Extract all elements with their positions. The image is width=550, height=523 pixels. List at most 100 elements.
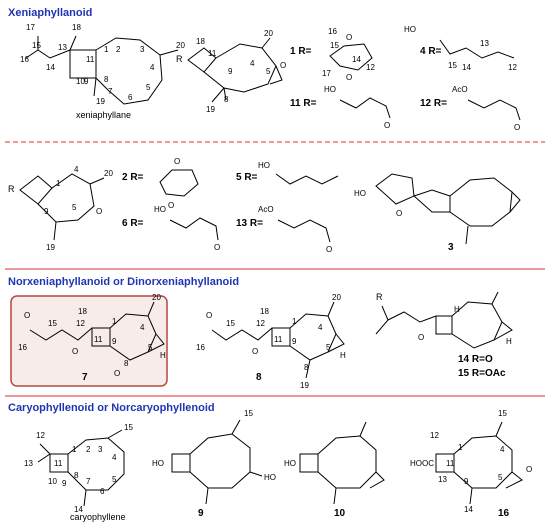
svg-text:19: 19: [206, 105, 215, 114]
svg-text:11: 11: [86, 55, 95, 64]
svg-text:2: 2: [86, 445, 91, 454]
compound-10-structure: HO 10: [284, 421, 385, 519]
svg-text:4: 4: [112, 453, 117, 462]
r-group-11: 11 R= HO O: [290, 85, 391, 130]
svg-text:20: 20: [104, 169, 113, 178]
svg-text:20: 20: [176, 41, 185, 50]
svg-text:O: O: [526, 465, 532, 474]
svg-text:1: 1: [72, 445, 77, 454]
svg-text:12: 12: [366, 63, 375, 72]
svg-text:8: 8: [124, 359, 129, 368]
svg-text:12: 12: [256, 319, 265, 328]
svg-text:9: 9: [464, 477, 469, 486]
svg-text:5: 5: [112, 475, 117, 484]
svg-text:14: 14: [464, 505, 473, 514]
svg-text:HO: HO: [258, 161, 270, 170]
svg-text:20: 20: [264, 29, 273, 38]
svg-text:17: 17: [322, 69, 331, 78]
svg-text:12: 12: [508, 63, 517, 72]
svg-text:5 R=: 5 R=: [236, 172, 258, 183]
svg-text:4: 4: [150, 63, 155, 72]
svg-text:15: 15: [32, 41, 41, 50]
r-group-6: 6 R= HO O: [122, 205, 220, 252]
svg-text:HO: HO: [284, 459, 296, 468]
svg-text:O: O: [24, 311, 30, 320]
svg-text:O: O: [346, 73, 352, 82]
svg-text:5: 5: [72, 203, 77, 212]
section-title-caryophyllenoid: Caryophyllenoid or Norcaryophyllenoid: [8, 402, 215, 414]
svg-text:10: 10: [48, 477, 57, 486]
svg-text:15: 15: [330, 41, 339, 50]
svg-text:3: 3: [140, 45, 145, 54]
svg-text:16: 16: [196, 343, 205, 352]
svg-text:9: 9: [44, 207, 49, 216]
svg-text:R: R: [8, 184, 15, 194]
svg-text:H: H: [506, 337, 512, 346]
svg-text:13: 13: [58, 43, 67, 52]
svg-text:1 R=: 1 R=: [290, 46, 312, 57]
r-group-12: 12 R= AcO O: [420, 85, 521, 132]
svg-text:O: O: [346, 33, 352, 42]
svg-text:20: 20: [152, 293, 161, 302]
svg-text:9: 9: [112, 337, 117, 346]
svg-text:11: 11: [208, 49, 217, 58]
svg-text:AcO: AcO: [452, 85, 468, 94]
svg-text:13: 13: [480, 39, 489, 48]
svg-text:8: 8: [104, 75, 109, 84]
svg-text:4: 4: [140, 323, 145, 332]
xeniaphyllane-label: xeniaphyllane: [76, 110, 131, 120]
svg-text:14: 14: [74, 505, 83, 514]
svg-text:1: 1: [104, 45, 109, 54]
svg-text:10: 10: [76, 77, 85, 86]
svg-text:12: 12: [36, 431, 45, 440]
svg-text:14 R=O: 14 R=O: [458, 354, 493, 365]
svg-text:HO: HO: [404, 25, 416, 34]
svg-text:15: 15: [498, 409, 507, 418]
svg-text:15 R=OAc: 15 R=OAc: [458, 368, 506, 379]
svg-text:2: 2: [116, 45, 121, 54]
svg-text:9: 9: [62, 479, 67, 488]
svg-text:13 R=: 13 R=: [236, 218, 263, 229]
svg-text:14: 14: [352, 55, 361, 64]
svg-text:O: O: [168, 201, 174, 210]
svg-text:18: 18: [78, 307, 87, 316]
svg-text:15: 15: [244, 409, 253, 418]
svg-text:18: 18: [72, 23, 81, 32]
svg-text:16: 16: [18, 343, 27, 352]
svg-text:13: 13: [24, 459, 33, 468]
svg-text:4: 4: [318, 323, 323, 332]
svg-text:3: 3: [448, 242, 454, 253]
svg-text:5: 5: [146, 83, 151, 92]
scaffold-bicyclo-structure: R 14 205 O9 19: [8, 165, 113, 252]
svg-text:4: 4: [250, 59, 255, 68]
svg-text:HO: HO: [264, 473, 276, 482]
section-title-norxeniaphyllanoid: Norxeniaphyllanoid or Dinorxeniaphyllano…: [8, 276, 239, 288]
svg-text:O: O: [280, 61, 286, 70]
svg-text:8: 8: [256, 372, 262, 383]
svg-text:15: 15: [448, 61, 457, 70]
svg-text:18: 18: [196, 37, 205, 46]
svg-text:15: 15: [226, 319, 235, 328]
svg-text:11: 11: [94, 335, 103, 344]
svg-text:14: 14: [462, 63, 471, 72]
svg-text:9: 9: [292, 337, 297, 346]
svg-text:10: 10: [334, 508, 346, 519]
svg-text:4: 4: [74, 165, 79, 174]
svg-text:7: 7: [108, 87, 113, 96]
svg-text:7: 7: [86, 477, 91, 486]
svg-text:7: 7: [82, 372, 88, 383]
svg-text:HO: HO: [152, 459, 164, 468]
r-group-2: 2 R= O O: [122, 157, 199, 210]
svg-text:HOOC: HOOC: [410, 459, 434, 468]
svg-text:caryophyllene: caryophyllene: [70, 512, 126, 522]
svg-text:19: 19: [96, 97, 105, 106]
compound-3-structure: HO O 3: [354, 173, 521, 253]
svg-text:12: 12: [430, 431, 439, 440]
svg-text:19: 19: [46, 243, 55, 252]
